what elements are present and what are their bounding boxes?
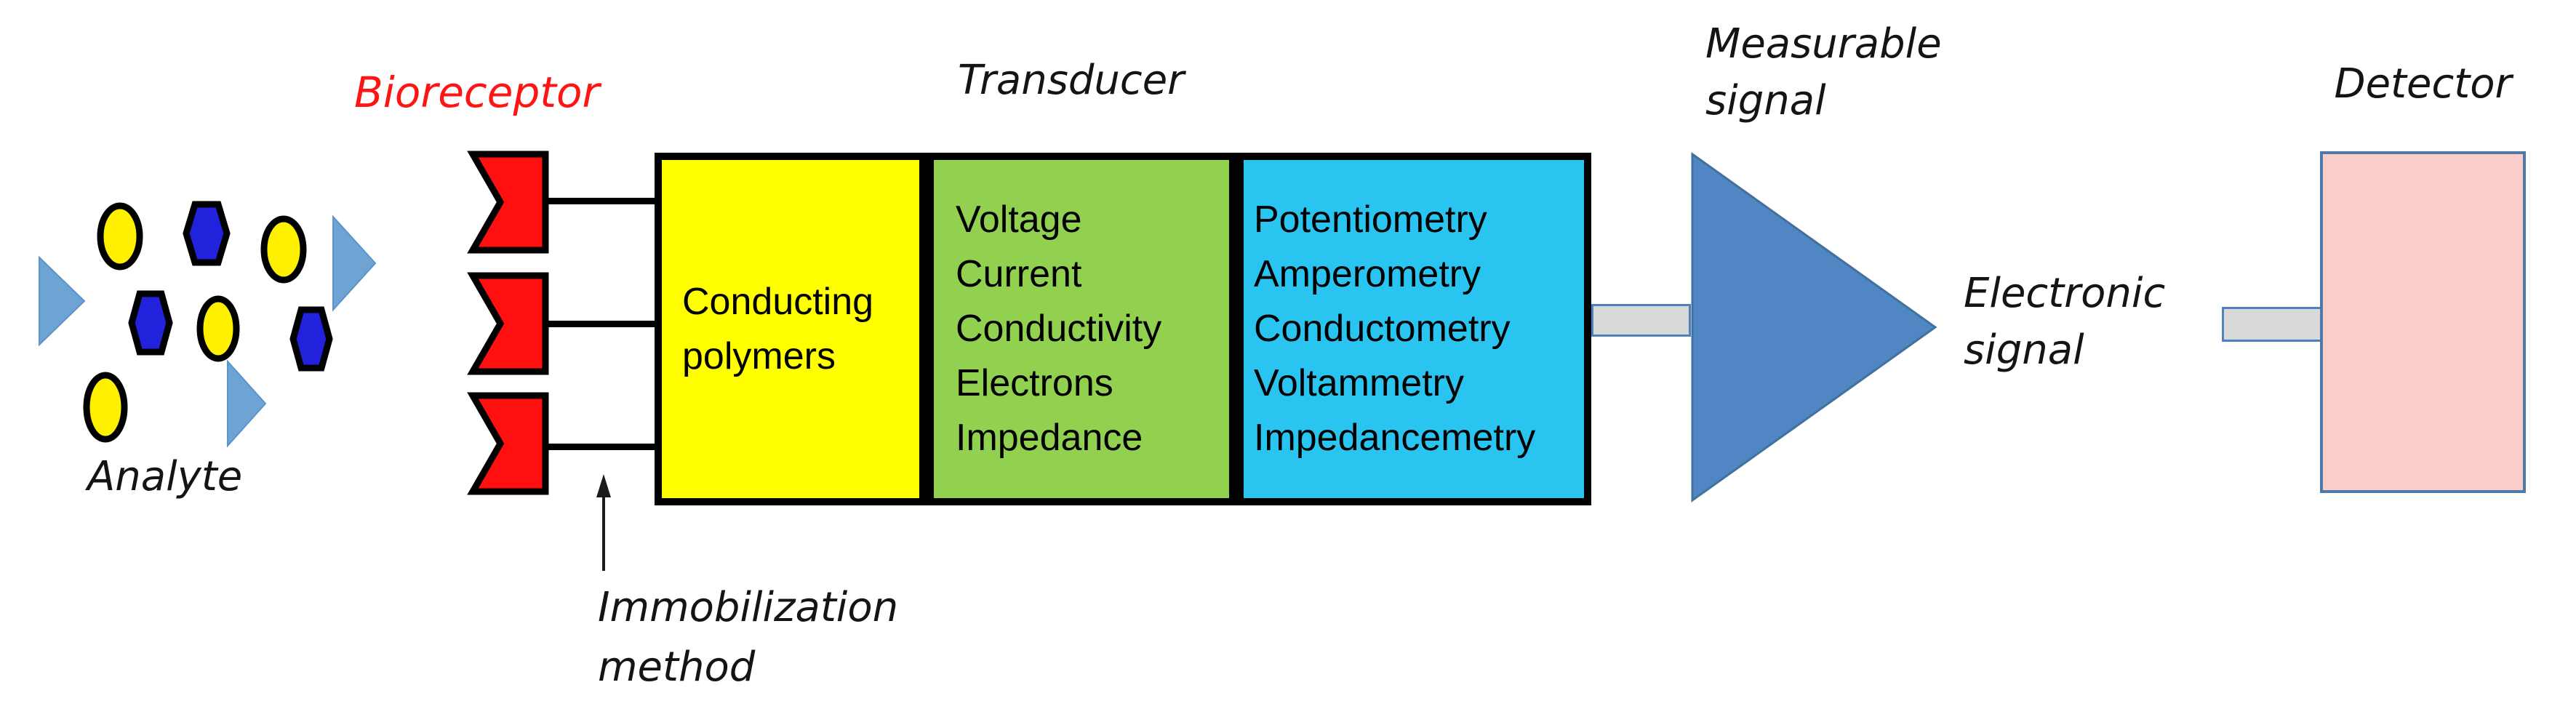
quantity-item: Voltage (956, 199, 1082, 241)
transducer-techniques-box: Potentiometry Amperometry Conductometry … (1236, 153, 1591, 505)
analyte-hexagon-icon (128, 290, 173, 356)
analyte-hexagon-icon (183, 201, 231, 266)
analyte-hexagon-icon (289, 306, 333, 372)
analyte-oval-icon (83, 372, 128, 443)
conducting-polymers-box: Conducting polymers (655, 153, 927, 505)
technique-item: Impedancemetry (1254, 417, 1536, 459)
transducer-label: Transducer (958, 57, 1185, 104)
bioreceptor-icon (467, 272, 549, 375)
bioreceptor-wire (545, 321, 655, 327)
analyte-oval-icon (97, 202, 143, 271)
transducer-quantities-box: Voltage Current Conductivity Electrons I… (927, 153, 1236, 505)
bioreceptor-wire (545, 444, 655, 450)
analyte-triangle-icon (227, 359, 267, 448)
quantity-item: Impedance (956, 417, 1143, 459)
technique-item: Amperometry (1254, 253, 1481, 295)
analyte-oval-icon (196, 295, 240, 362)
quantity-item: Electrons (956, 362, 1113, 404)
technique-item: Voltammetry (1254, 362, 1464, 404)
quantity-item: Current (956, 253, 1082, 295)
immobilization-arrow-icon (596, 474, 611, 571)
bioreceptor-icon (467, 392, 549, 495)
quantity-item: Conductivity (956, 308, 1162, 350)
bioreceptor-label: Bioreceptor (354, 68, 600, 117)
detector-connector-bar (2222, 307, 2322, 342)
analyte-triangle-icon (332, 215, 377, 312)
detector-box (2320, 151, 2526, 493)
bioreceptor-icon (467, 151, 549, 254)
analyte-label: Analyte (87, 453, 243, 500)
measurable-signal-arrow-icon (1691, 152, 1937, 502)
analyte-oval-icon (260, 215, 307, 284)
measurable-signal-label: Measurable signal (1705, 20, 1942, 124)
bioreceptor-wire (545, 198, 655, 204)
immobilization-label: Immobilization method (598, 584, 899, 691)
conducting-polymers-text: Conducting (682, 280, 874, 323)
detector-label: Detector (2334, 60, 2512, 108)
technique-item: Conductometry (1254, 308, 1511, 350)
conducting-polymers-text: polymers (682, 335, 836, 377)
analyte-triangle-icon (39, 255, 86, 347)
electronic-signal-label: Electronic signal (1964, 270, 2166, 374)
technique-item: Potentiometry (1254, 199, 1487, 241)
signal-connector-bar (1591, 304, 1691, 337)
